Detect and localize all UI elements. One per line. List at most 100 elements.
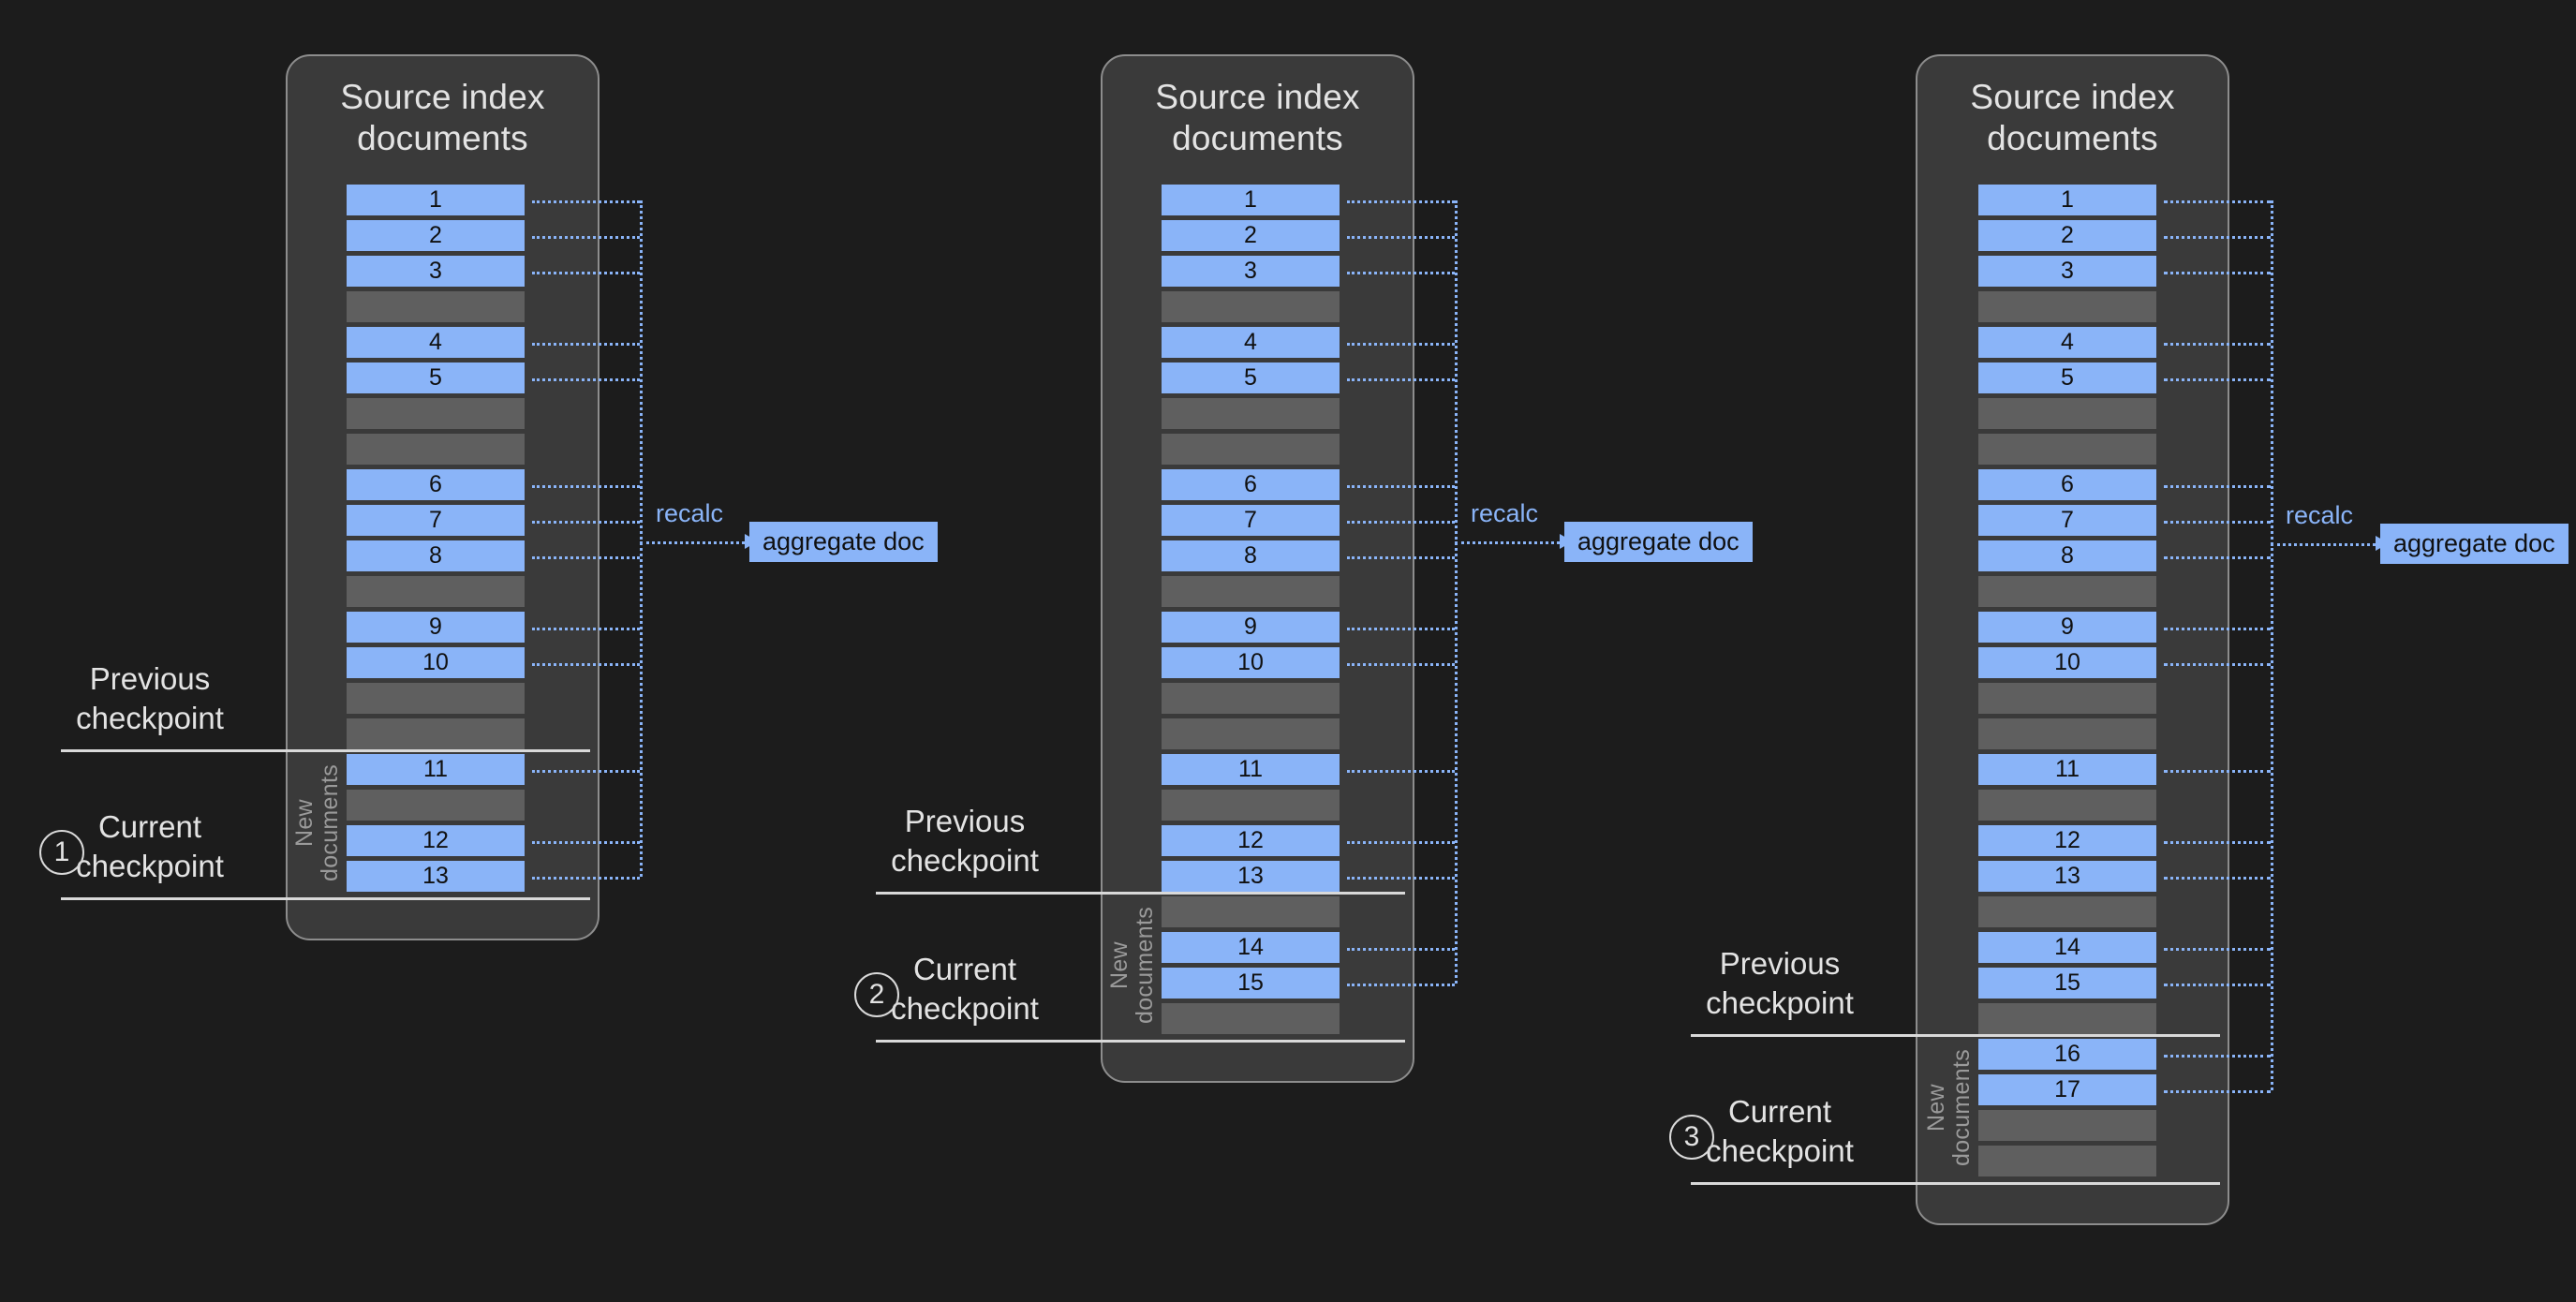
current-checkpoint-line	[1691, 1182, 2220, 1185]
empty-row	[1978, 1110, 2156, 1141]
document-row: 15	[1978, 968, 2156, 999]
document-row: 2	[1162, 220, 1340, 251]
row-connector	[2164, 520, 2271, 524]
empty-row	[1162, 291, 1340, 322]
document-row: 6	[1162, 469, 1340, 500]
empty-row	[1978, 576, 2156, 607]
document-row: 3	[347, 256, 525, 287]
row-connector	[532, 342, 640, 346]
row-connector	[532, 200, 640, 203]
row-connector	[1347, 662, 1455, 666]
document-row: 10	[1162, 647, 1340, 678]
empty-row	[347, 790, 525, 821]
current-checkpoint-label: Current checkpoint	[76, 809, 224, 883]
row-connector	[1347, 983, 1455, 986]
document-row: 10	[347, 647, 525, 678]
document-row: 12	[347, 825, 525, 856]
previous-checkpoint-label: Previous checkpoint	[76, 661, 224, 735]
aggregation-bus-line	[1455, 200, 1458, 984]
recalc-arrow-line	[640, 541, 745, 544]
empty-row	[1162, 718, 1340, 749]
document-row: 13	[1978, 861, 2156, 892]
document-row: 15	[1162, 968, 1340, 999]
row-connector	[1347, 342, 1455, 346]
document-row: 8	[1162, 540, 1340, 571]
aggregate-doc-box: aggregate doc	[749, 522, 938, 562]
document-row: 7	[347, 505, 525, 536]
row-connector	[2164, 271, 2271, 274]
row-connector	[2164, 235, 2271, 239]
card-title: Source index documents	[1155, 78, 1360, 157]
recalc-label: recalc	[2286, 501, 2354, 529]
empty-row	[1978, 718, 2156, 749]
row-connector	[1347, 377, 1455, 381]
current-checkpoint-line	[876, 1040, 1405, 1043]
row-connector	[2164, 342, 2271, 346]
recalc-label: recalc	[656, 499, 724, 527]
document-row: 7	[1162, 505, 1340, 536]
document-row: 1	[347, 185, 525, 215]
empty-row	[347, 576, 525, 607]
document-row: 11	[1978, 754, 2156, 785]
document-row: 14	[1978, 932, 2156, 963]
document-row: 2	[1978, 220, 2156, 251]
new-documents-label: New documents	[1923, 1049, 1975, 1167]
recalc-arrow-line	[1455, 541, 1560, 544]
step-number-badge: 1	[39, 830, 84, 875]
document-row: 13	[347, 861, 525, 892]
previous-checkpoint-label: Previous checkpoint	[1706, 946, 1854, 1020]
empty-row	[1162, 576, 1340, 607]
empty-row	[1978, 291, 2156, 322]
row-connector	[1347, 484, 1455, 488]
row-connector	[532, 769, 640, 773]
row-connector	[532, 235, 640, 239]
empty-row	[1978, 1003, 2156, 1034]
row-connector	[1347, 769, 1455, 773]
current-checkpoint-label: Current checkpoint	[1706, 1094, 1854, 1168]
document-row: 9	[1162, 612, 1340, 643]
row-connector	[2164, 876, 2271, 880]
row-connector	[2164, 1089, 2271, 1093]
document-row: 4	[1162, 327, 1340, 358]
empty-row	[1978, 790, 2156, 821]
row-connector	[1347, 840, 1455, 844]
row-connector	[2164, 840, 2271, 844]
row-connector	[2164, 769, 2271, 773]
document-row: 4	[347, 327, 525, 358]
row-connector	[532, 520, 640, 524]
empty-row	[1162, 896, 1340, 927]
recalc-label: recalc	[1471, 499, 1539, 527]
row-connector	[532, 627, 640, 630]
empty-row	[347, 398, 525, 429]
row-connector	[2164, 377, 2271, 381]
row-connector	[532, 555, 640, 559]
row-connector	[1347, 947, 1455, 951]
card-title: Source index documents	[1970, 78, 2175, 157]
row-connector	[532, 876, 640, 880]
document-row: 6	[1978, 469, 2156, 500]
step-number-badge: 3	[1669, 1115, 1714, 1160]
empty-row	[1978, 683, 2156, 714]
new-documents-label: New documents	[291, 764, 343, 882]
row-connector	[1347, 520, 1455, 524]
row-connector	[532, 484, 640, 488]
row-connector	[2164, 200, 2271, 203]
document-row: 4	[1978, 327, 2156, 358]
document-row: 9	[347, 612, 525, 643]
empty-row	[347, 718, 525, 749]
recalc-arrow-line	[2271, 543, 2376, 546]
document-row: 9	[1978, 612, 2156, 643]
document-row: 3	[1162, 256, 1340, 287]
row-connector	[2164, 947, 2271, 951]
row-connector	[1347, 200, 1455, 203]
empty-row	[1162, 1003, 1340, 1034]
row-connector	[532, 377, 640, 381]
empty-row	[347, 683, 525, 714]
empty-row	[1978, 896, 2156, 927]
document-row: 5	[347, 362, 525, 393]
previous-checkpoint-line	[61, 749, 590, 752]
document-row: 12	[1978, 825, 2156, 856]
